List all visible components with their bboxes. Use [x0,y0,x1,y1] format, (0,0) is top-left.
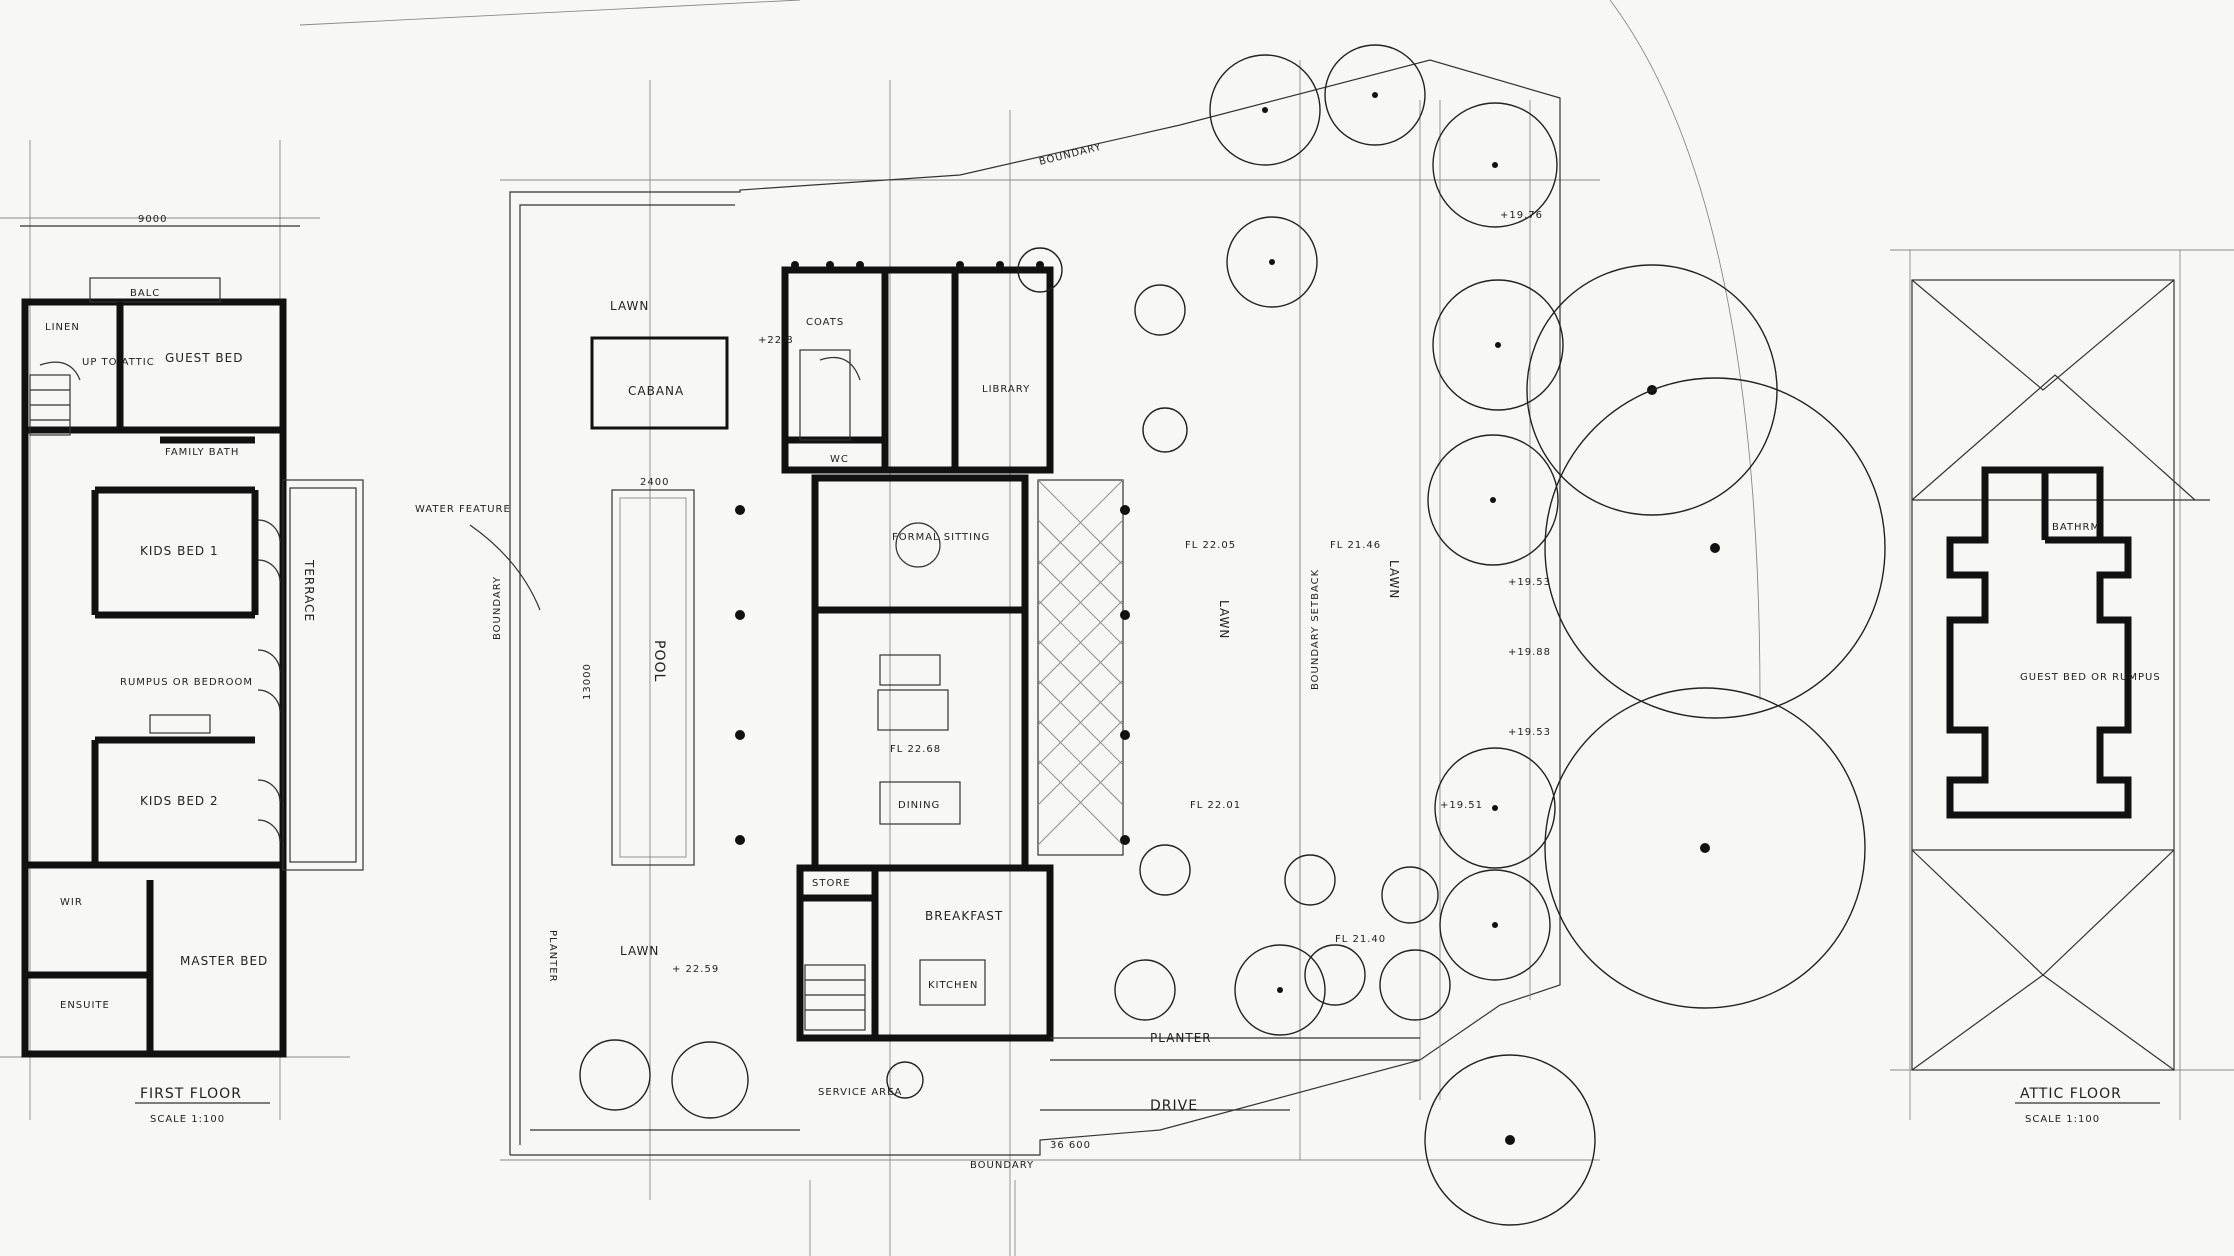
attic-guest-bed-label: GUEST BED OR RUMPUS [2020,672,2161,683]
attic-walls [1946,466,2132,819]
trees [579,44,1886,1226]
first-floor-plan: 9000 BALC TERRACE [20,214,364,1125]
attic-bathroom-label: BATHRM [2052,522,2100,533]
boundary-left-label: BOUNDARY [492,576,503,640]
wc-label: WC [830,454,849,465]
planter-left-label: PLANTER [547,930,558,983]
pool-width-label: 2400 [640,477,669,488]
store-label: STORE [812,878,851,889]
service-area-label: SERVICE AREA [818,1087,902,1098]
terrace-label: TERRACE [302,559,316,622]
attic-floor-scale: SCALE 1:100 [2025,1114,2100,1125]
lawn-bottom-level: + 22.59 [672,964,719,975]
up-to-attic-label: UP TO ATTIC [82,357,155,368]
attic-floor-plan: BATHRM GUEST BED OR RUMPUS ATTIC FLOOR S… [1911,279,2210,1125]
site-boundary [509,59,1561,1156]
coats-label: COATS [806,317,844,328]
formal-sitting-label: FORMAL SITTING [892,532,990,543]
wir-label: WIR [60,897,83,908]
fl-4-label: FL 22.01 [1190,800,1241,811]
house-kitchen-wing [796,864,1054,1042]
boundary-width-label: 36 600 [1050,1140,1091,1151]
pool-label: POOL [651,640,667,682]
family-bath-label: FAMILY BATH [165,447,239,458]
paved-terrace [1037,479,1124,856]
first-floor-title: FIRST FLOOR [140,1086,242,1102]
boundary-top-label: BOUNDARY [1038,142,1103,168]
level-2: +19.53 [1508,577,1551,588]
first-floor-scale: SCALE 1:100 [150,1114,225,1125]
linen-label: LINEN [45,322,80,333]
balc-label: BALC [130,288,160,299]
attic-roof-outline [1911,279,2175,1071]
library-label: LIBRARY [982,384,1030,395]
level-6: +22.8 [758,335,794,346]
kids-bed-1-label: KIDS BED 1 [140,544,219,558]
pool [611,489,695,866]
level-1: +19.76 [1500,210,1543,221]
guest-bed-label: GUEST BED [165,351,243,365]
ground-floor-site-plan: BOUNDARY BOUNDARY BOUNDARY 36 600 CABANA… [415,44,1886,1226]
fl-2-label: FL 22.05 [1185,540,1236,551]
lawn-right-label: LAWN [1217,600,1231,639]
fl-3-label: FL 21.46 [1330,540,1381,551]
kitchen-label: KITCHEN [928,980,978,991]
attic-floor-title: ATTIC FLOOR [2020,1086,2122,1102]
ensuite-label: ENSUITE [60,1000,110,1011]
dining-label: DINING [898,800,940,811]
pool-length-label: 13000 [582,663,593,700]
kids-bed-2-label: KIDS BED 2 [140,794,219,808]
lawn-top-label: LAWN [610,299,649,313]
terrace-area [282,479,364,871]
house-north-wing [781,266,1054,474]
fl-5-label: FL 21.40 [1335,934,1386,945]
master-bed-label: MASTER BED [180,954,268,968]
cabana [590,336,729,430]
level-5: +19.51 [1440,800,1483,811]
fl-1-label: FL 22.68 [890,744,941,755]
cabana-label: CABANA [628,384,684,398]
columns [735,261,1130,845]
rumpus-label: RUMPUS OR BEDROOM [120,677,253,688]
lawn-right-2-label: LAWN [1387,560,1401,599]
planter-bottom-label: PLANTER [1150,1031,1212,1045]
water-feature-label: WATER FEATURE [415,504,511,515]
lawn-bottom-label: LAWN [620,944,659,958]
drive-label: DRIVE [1150,1098,1198,1114]
boundary-bottom-label: BOUNDARY [970,1160,1034,1171]
first-floor-width-dim: 9000 [138,214,167,225]
level-3: +19.88 [1508,647,1551,658]
breakfast-label: BREAKFAST [925,909,1003,923]
setback-label: BOUNDARY SETBACK [1310,569,1321,690]
level-4: +19.53 [1508,727,1551,738]
